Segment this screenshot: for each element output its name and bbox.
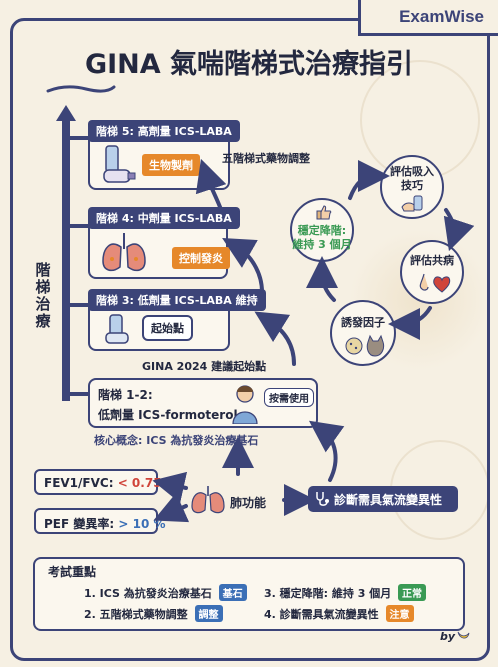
axis-tick xyxy=(66,136,90,140)
diagnosis-text: 診斷需具氣流變異性 xyxy=(334,493,443,507)
fev1-box: FEV1/FVC: < 0.75 xyxy=(34,469,162,495)
step5-header: 階梯 5: 高劑量 ICS-LABA xyxy=(88,120,240,142)
axis-arrowhead-icon xyxy=(56,105,76,121)
hand-inhaler-icon xyxy=(401,195,423,212)
start-point-note: GINA 2024 建議起始點 xyxy=(142,360,267,373)
key-point-2: 2. 五階梯式藥物調整 調整 xyxy=(84,605,223,622)
lung-function-label: 肺功能 xyxy=(230,496,267,510)
five-step-note: 五階梯式藥物調整 xyxy=(222,152,310,165)
as-needed-bubble: 按需使用 xyxy=(264,388,314,407)
key-point-3-text: 3. 穩定降階: 維持 3 個月 xyxy=(264,587,392,600)
axis-tick xyxy=(66,392,90,396)
step4-tag: 控制發炎 xyxy=(172,247,230,269)
key-point-4-badge: 注意 xyxy=(385,605,414,622)
step4-card: 階梯 4: 中劑量 ICS-LABA 控制發炎 xyxy=(88,207,240,279)
lungs-icon xyxy=(102,233,146,272)
comorbidity-label: 評估共病 xyxy=(410,254,454,267)
key-point-1: 1. ICS 為抗發炎治療基石 基石 xyxy=(84,584,247,601)
page-title: GINA 氣喘階梯式治療指引 xyxy=(84,49,414,80)
inhaler-icon xyxy=(105,314,129,344)
step3-header: 階梯 3: 低劑量 ICS-LABA 維持 xyxy=(88,289,266,311)
step3-tag: 起始點 xyxy=(142,315,193,341)
dust-cat-icon xyxy=(345,334,385,357)
fev1-label: FEV1/FVC: xyxy=(44,476,114,490)
step3-card: 階梯 3: 低劑量 ICS-LABA 維持 起始點 xyxy=(88,289,266,351)
axis-label: 階梯治療 xyxy=(33,262,53,330)
diagnosis-banner: 診斷需具氣流變異性 xyxy=(308,486,458,512)
stepdown-label: 穩定降階: 維持 3 個月 xyxy=(292,224,352,251)
key-points-title: 考試重點 xyxy=(48,565,97,579)
step12-card: 階梯 1-2: 低劑量 ICS-formoterol 按需使用 xyxy=(88,378,318,428)
axis-label-text: 階梯治療 xyxy=(35,261,51,330)
poster-frame xyxy=(10,18,490,661)
step12-body: 低劑量 ICS-formoterol xyxy=(98,408,238,422)
key-point-1-badge: 基石 xyxy=(218,584,247,601)
inhaler-spacer-icon xyxy=(103,145,136,183)
step12-header: 階梯 1-2: xyxy=(98,388,153,402)
triggers-circle: 誘發因子 xyxy=(330,300,396,366)
key-point-4-text: 4. 診斷需具氣流變異性 xyxy=(264,608,379,621)
pef-label: PEF 變異率: xyxy=(44,517,115,531)
step5-tag: 生物製劑 xyxy=(142,154,200,176)
key-point-1-text: 1. ICS 為抗發炎治療基石 xyxy=(84,587,212,600)
axis-tick xyxy=(66,224,90,228)
brand-name: ExamWise xyxy=(399,7,484,26)
key-point-4: 4. 診斷需具氣流變異性 注意 xyxy=(264,605,414,622)
nose-heart-icon xyxy=(419,273,451,293)
core-concept-note: 核心概念: ICS 為抗發炎治療基石 xyxy=(94,434,259,447)
inhaler-technique-label: 評估吸入 技巧 xyxy=(390,165,434,192)
thumbs-up-icon xyxy=(316,205,332,220)
title-underline-icon xyxy=(46,85,116,93)
banana-icon xyxy=(457,631,470,639)
patient-icon xyxy=(232,385,258,424)
fev1-value: < 0.75 xyxy=(117,476,162,490)
step-axis xyxy=(62,118,70,401)
lungs-small-icon xyxy=(191,486,225,514)
signature: by xyxy=(440,630,456,643)
stethoscope-icon xyxy=(316,492,329,506)
brand-tab xyxy=(358,0,498,36)
key-point-3: 3. 穩定降階: 維持 3 個月 正常 xyxy=(264,584,427,601)
pef-box: PEF 變異率: > 10 % xyxy=(34,508,166,534)
triggers-label: 誘發因子 xyxy=(341,316,385,329)
axis-tick xyxy=(66,303,90,307)
key-point-2-text: 2. 五階梯式藥物調整 xyxy=(84,608,188,621)
key-point-2-badge: 調整 xyxy=(194,605,223,622)
step4-header: 階梯 4: 中劑量 ICS-LABA xyxy=(88,207,240,229)
key-point-3-badge: 正常 xyxy=(398,584,427,601)
